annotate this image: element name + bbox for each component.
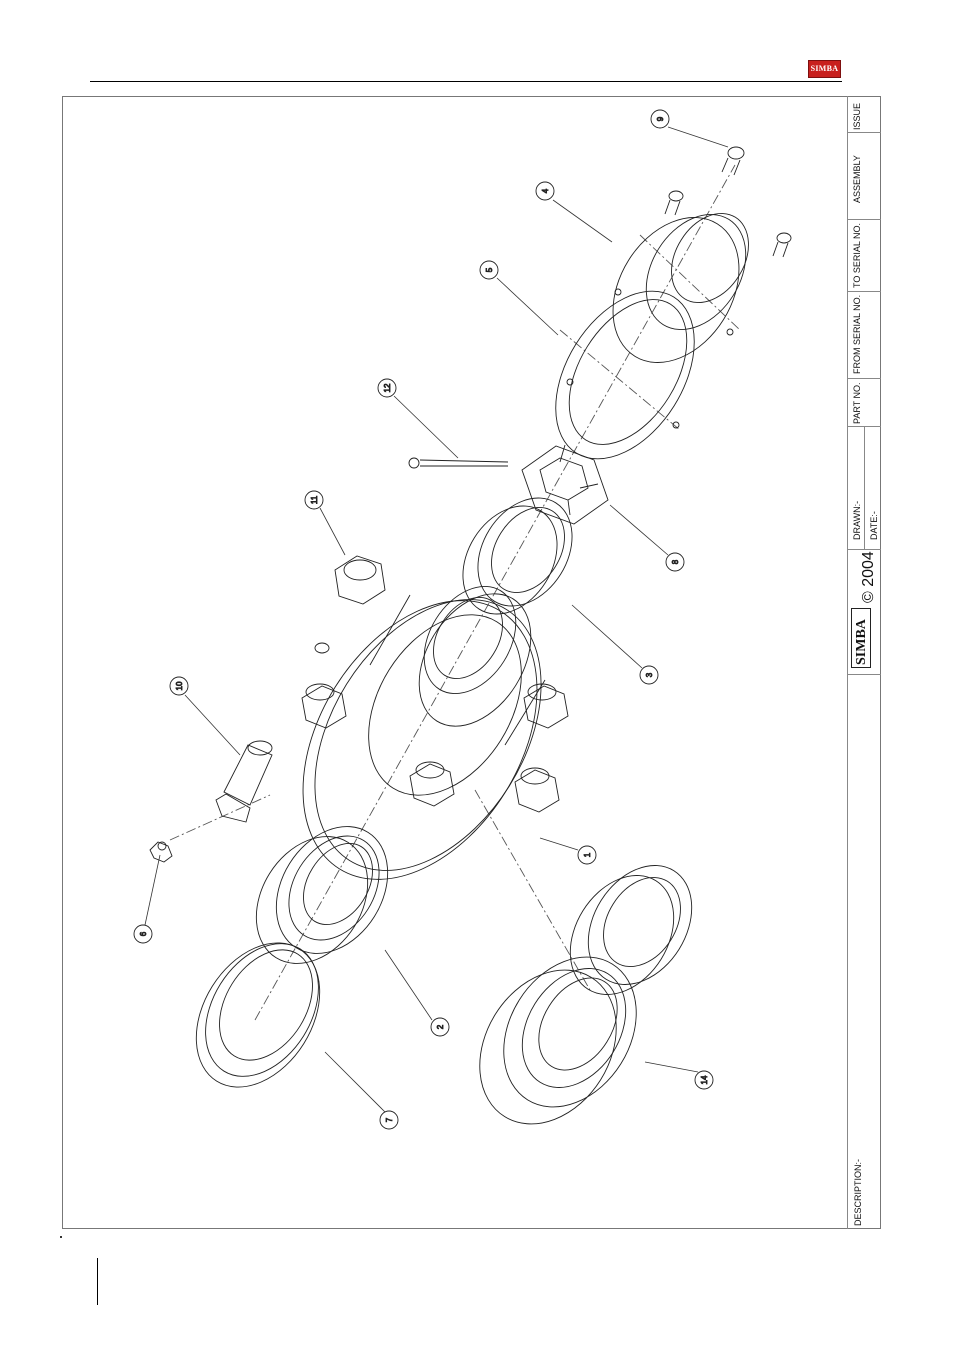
page-margin-bar <box>97 1258 98 1305</box>
leader-line <box>145 127 728 1112</box>
balloon-label: 7 <box>385 1117 394 1122</box>
grease-nipple-part <box>150 842 172 862</box>
balloon-label: 5 <box>485 267 494 272</box>
copyright-text: © 2004 <box>860 551 878 603</box>
centre-line <box>170 165 740 1020</box>
cap-nut-part <box>335 556 385 604</box>
item-balloon-6: 6 <box>134 925 152 943</box>
item-balloon-12: 12 <box>378 379 396 397</box>
item-balloon-11: 11 <box>305 491 323 509</box>
drawn-label: DRAWN:- <box>851 501 863 540</box>
date-label: DATE:- <box>868 511 880 540</box>
tb-rule <box>847 549 881 550</box>
hub-cap-part <box>587 194 766 386</box>
tb-rule <box>847 674 881 675</box>
wheel-stud-part <box>216 741 272 822</box>
split-pin-part <box>409 458 508 468</box>
item-balloon-14: 14 <box>695 1071 713 1089</box>
item-balloon-2: 2 <box>431 1018 449 1036</box>
balloon-label: 1 <box>583 852 592 857</box>
balloon-label: 2 <box>436 1024 445 1029</box>
balloon-label: 14 <box>700 1075 709 1084</box>
description-label: DESCRIPTION:- <box>852 1159 864 1226</box>
tb-rule <box>847 132 881 133</box>
to-serial-label: TO SERIAL NO. <box>851 223 863 288</box>
part-no-label: PART NO. <box>851 382 863 424</box>
item-balloon-7: 7 <box>380 1111 398 1129</box>
balloon-label: 12 <box>383 383 392 392</box>
outer-bearing-part <box>444 481 592 632</box>
tb-rule <box>847 426 881 427</box>
balloon-label: 8 <box>671 559 680 564</box>
item-balloon-4: 4 <box>536 182 554 200</box>
item-balloon-1: 1 <box>578 846 596 864</box>
corner-mark <box>60 1236 62 1238</box>
from-serial-label: FROM SERIAL NO. <box>851 295 863 374</box>
balloon-label: 9 <box>656 116 665 121</box>
tb-rule <box>847 378 881 379</box>
title-block-divider <box>847 96 848 1229</box>
item-balloon-3: 3 <box>640 666 658 684</box>
item-balloon-8: 8 <box>666 553 684 571</box>
exploded-hub-drawing: 1 2 3 4 5 6 7 8 9 10 11 12 14 <box>66 100 842 1225</box>
inner-bearing-part <box>234 806 411 984</box>
balloon-label: 3 <box>645 672 654 677</box>
bearing-kit-part <box>452 846 713 1149</box>
tb-rule <box>847 219 881 220</box>
balloon-label: 4 <box>541 188 550 193</box>
simba-logo: SIMBA <box>808 60 841 78</box>
screw-part <box>665 147 791 257</box>
issue-label: ISSUE <box>851 103 863 130</box>
simba-title-word: SIMBA <box>854 619 870 665</box>
tb-rule <box>847 291 881 292</box>
assembly-label: ASSEMBLY <box>851 155 863 203</box>
item-balloon-9: 9 <box>651 110 669 128</box>
balloon-label: 6 <box>139 931 148 936</box>
drawn-date-divider <box>864 426 865 549</box>
item-balloon-5: 5 <box>480 261 498 279</box>
header-rule <box>90 81 842 82</box>
hub-body-part <box>255 558 588 922</box>
gasket-part <box>527 266 723 484</box>
item-balloon-10: 10 <box>170 677 188 695</box>
balloon-label: 10 <box>175 681 184 690</box>
balloon-label: 11 <box>310 495 319 504</box>
